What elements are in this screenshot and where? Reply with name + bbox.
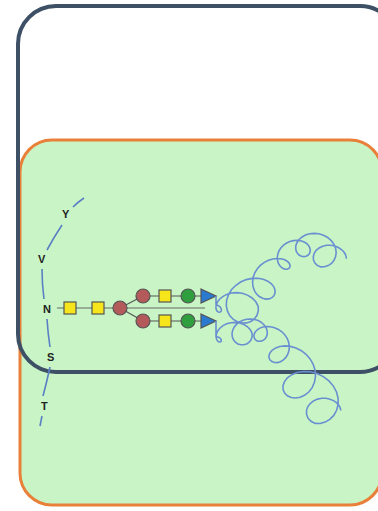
chain-segment [43,367,50,396]
blue-triangle [201,289,216,303]
chain-segment [73,198,84,207]
glcnac-square [64,302,76,314]
navy-region [18,6,378,372]
polymer-chains [216,233,347,423]
bond [143,295,210,296]
chain-segment [40,416,42,426]
blue-triangle [201,314,216,328]
red-circle [136,289,150,303]
residue-letter: Y [62,208,69,220]
red-circle [113,301,127,315]
residue-letter: T [41,400,48,412]
peptide-chain [40,198,84,426]
green-circle [181,314,195,328]
chain-segment [47,225,62,250]
bond [143,320,210,321]
residue-letter: N [43,303,51,315]
glcnac-square [159,315,171,327]
orange-region [20,140,378,505]
green-circle [181,289,195,303]
chain-segment [42,269,44,299]
bond [57,307,205,308]
residue-letter: V [38,253,45,265]
polymer-chain [216,319,341,424]
residue-letter: S [47,351,54,363]
polymer-chain [216,233,347,323]
glycan [57,289,216,328]
chain-segment [47,319,50,347]
glcnac-square [92,302,104,314]
glcnac-square [159,290,171,302]
red-circle [136,314,150,328]
